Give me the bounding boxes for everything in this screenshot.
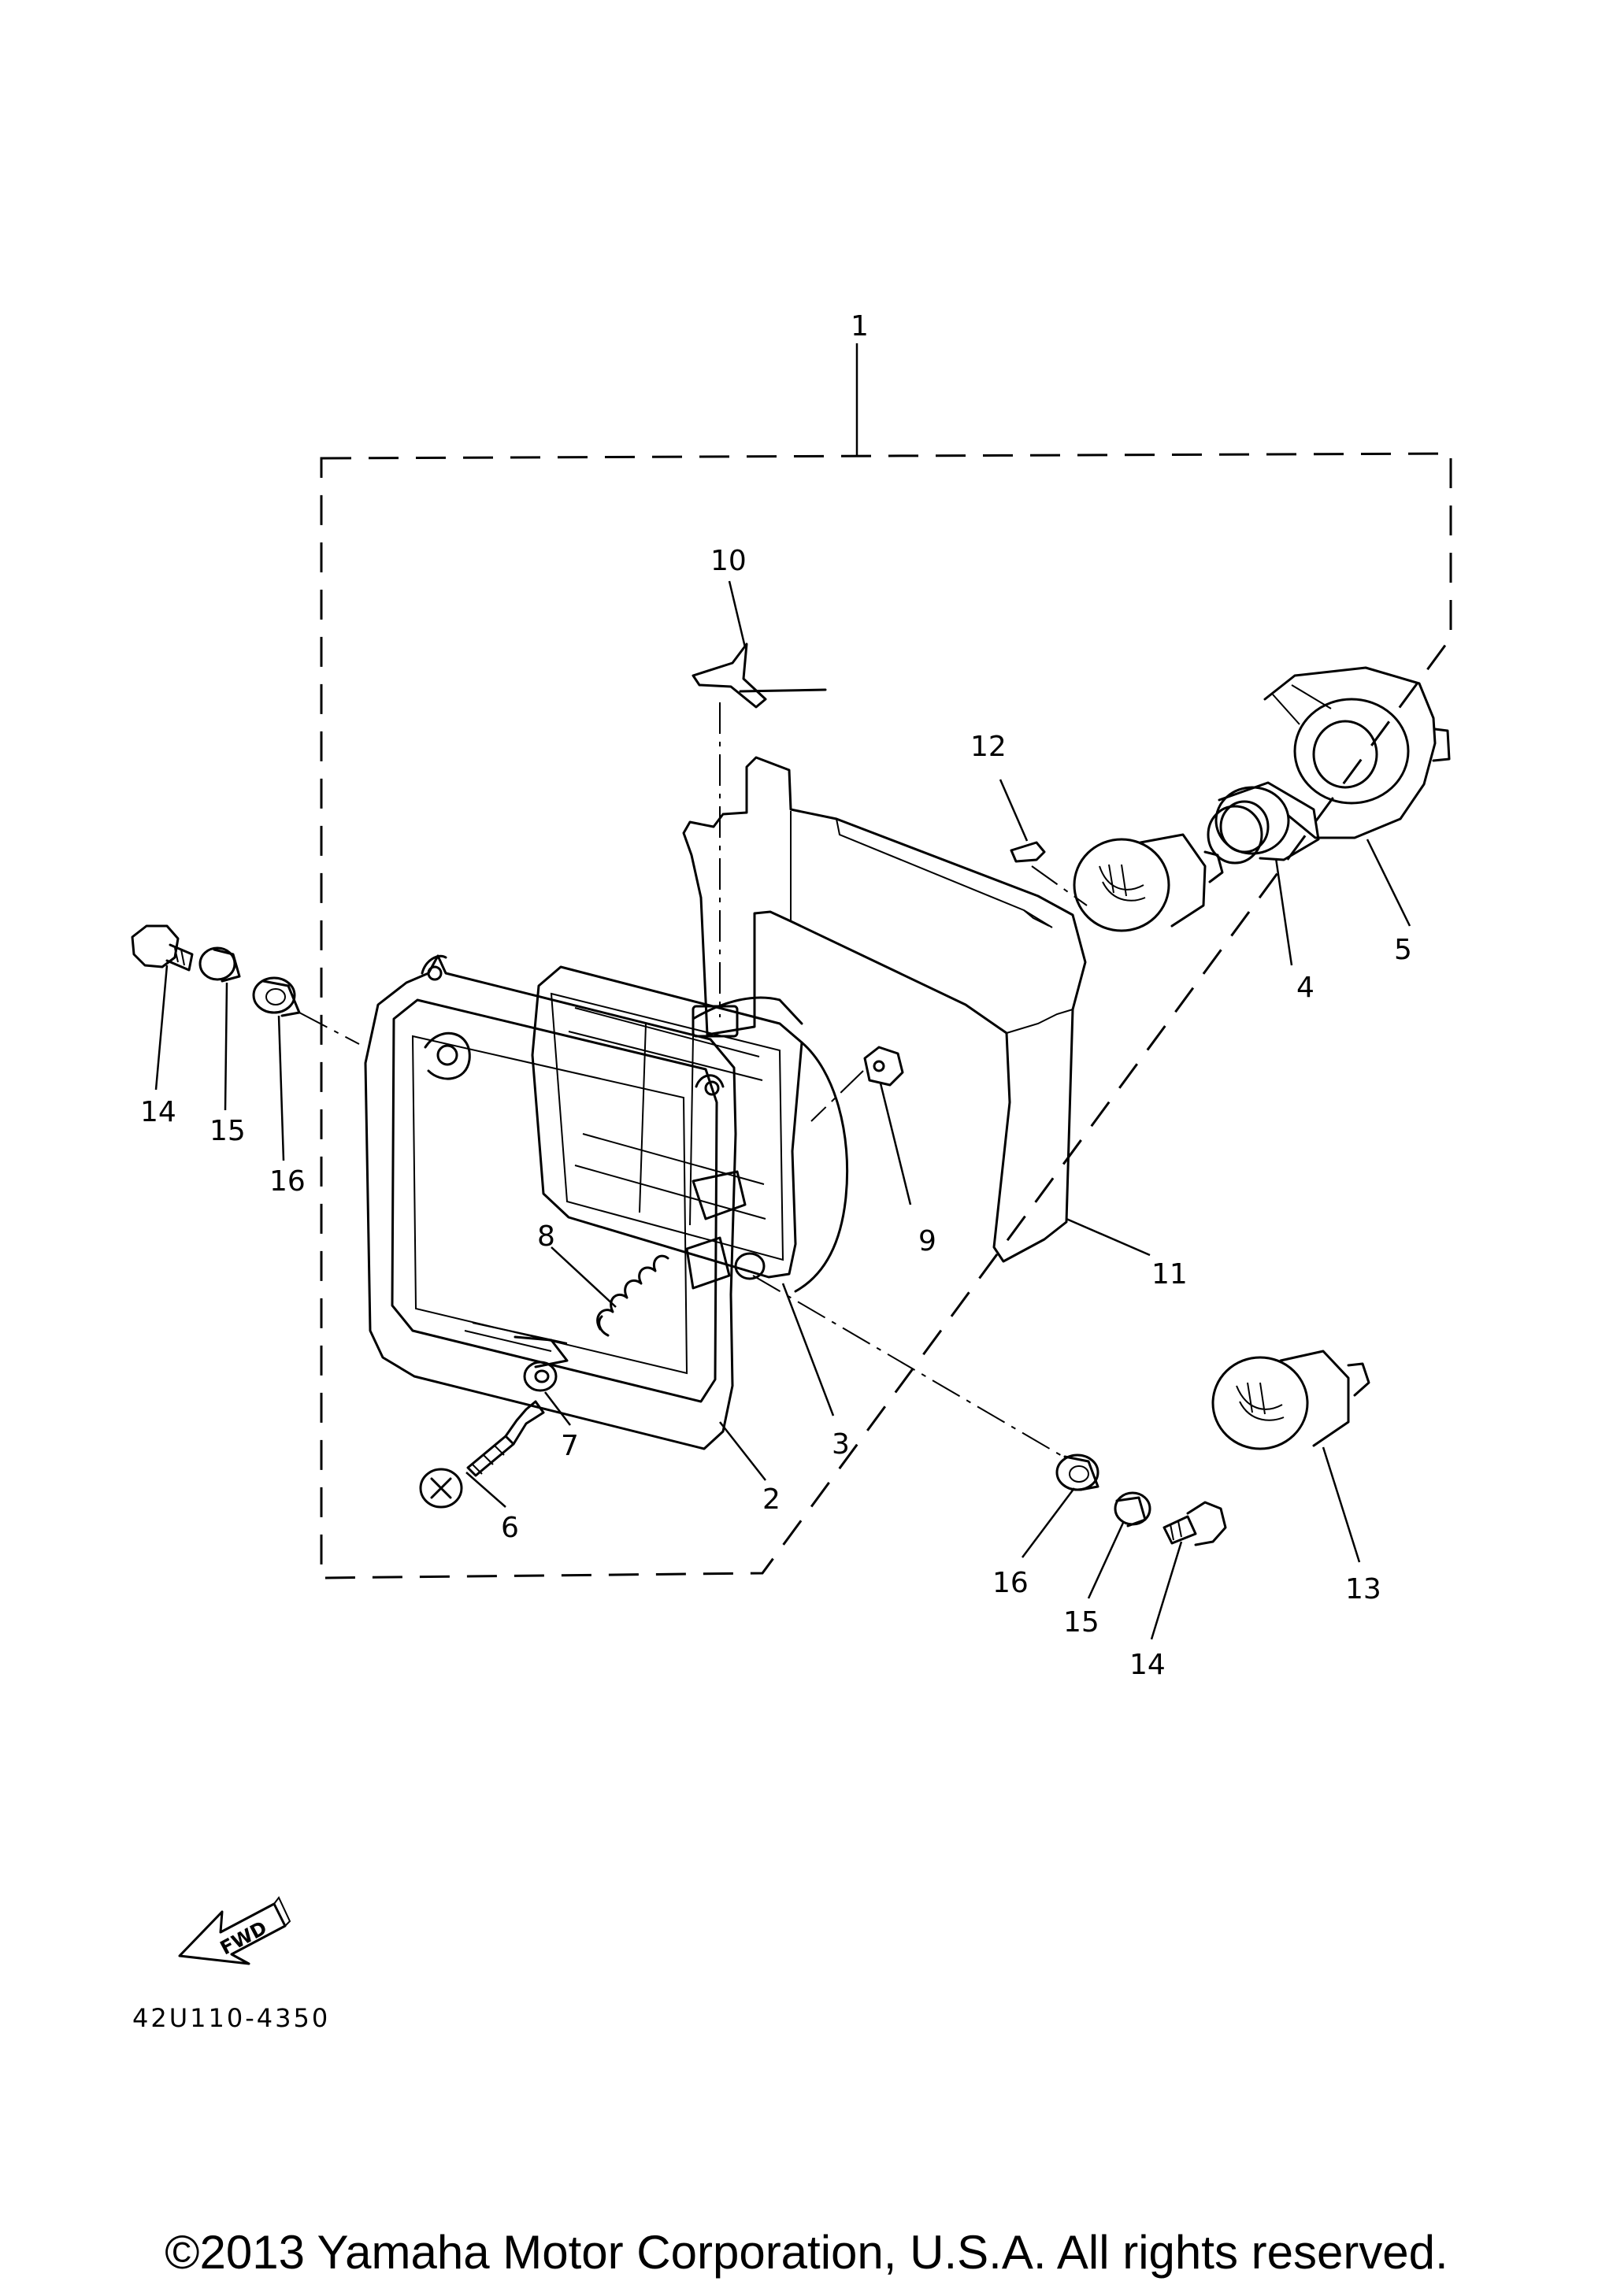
assembly-boundary	[320, 452, 1452, 1579]
callout-12: 12	[970, 731, 1007, 763]
part-7-nut	[523, 1361, 571, 1426]
callout-10: 10	[710, 545, 747, 577]
callout-1: 1	[851, 310, 869, 343]
callout-14-right: 14	[1129, 1649, 1166, 1681]
callout-9: 9	[918, 1225, 936, 1257]
part-10-clip	[692, 580, 827, 709]
part-14-bolt-left	[131, 924, 194, 1091]
part-4-socket	[1207, 781, 1320, 966]
callout-16-left: 16	[269, 1165, 306, 1198]
fwd-arrow-icon: FWD	[178, 1896, 291, 1965]
callout-5: 5	[1394, 934, 1412, 966]
callout-7: 7	[561, 1430, 579, 1462]
callout-2: 2	[762, 1483, 781, 1516]
part-16-grommet-right	[1022, 1454, 1099, 1558]
fwd-label: FWD	[217, 1916, 271, 1959]
callout-4: 4	[1296, 972, 1315, 1004]
part-13-bulb	[1211, 1350, 1370, 1563]
part-14-bolt-right	[1150, 1501, 1227, 1640]
headlight-bulb	[1073, 833, 1224, 932]
copyright-notice: ©2013 Yamaha Motor Corporation, U.S.A. A…	[165, 2226, 1448, 2279]
part-16-grommet-left	[252, 976, 301, 1161]
part-11-headlight-case	[682, 756, 1151, 1263]
callout-11: 11	[1151, 1258, 1188, 1291]
part-15-collar-left	[198, 946, 241, 1111]
part-9-bracket	[810, 1046, 912, 1205]
part-6-screw	[419, 1400, 545, 1509]
callout-13: 13	[1345, 1573, 1381, 1605]
part-15-collar-right	[1087, 1491, 1151, 1599]
callout-15-left: 15	[210, 1115, 246, 1147]
callout-3: 3	[832, 1428, 850, 1461]
callout-16-right: 16	[992, 1567, 1029, 1599]
diagram-code: 42U110-4350	[132, 2003, 330, 2033]
part-5-rear-cover	[1263, 666, 1451, 927]
callout-6: 6	[501, 1512, 519, 1544]
callout-15-right: 15	[1063, 1606, 1099, 1639]
part-8-spring	[551, 1246, 669, 1337]
part-2-rim	[364, 954, 766, 1481]
callout-8: 8	[537, 1220, 555, 1253]
part-3-headlight-unit	[531, 965, 849, 1416]
part-12-cap	[999, 779, 1088, 906]
callout-14-left: 14	[140, 1096, 176, 1128]
